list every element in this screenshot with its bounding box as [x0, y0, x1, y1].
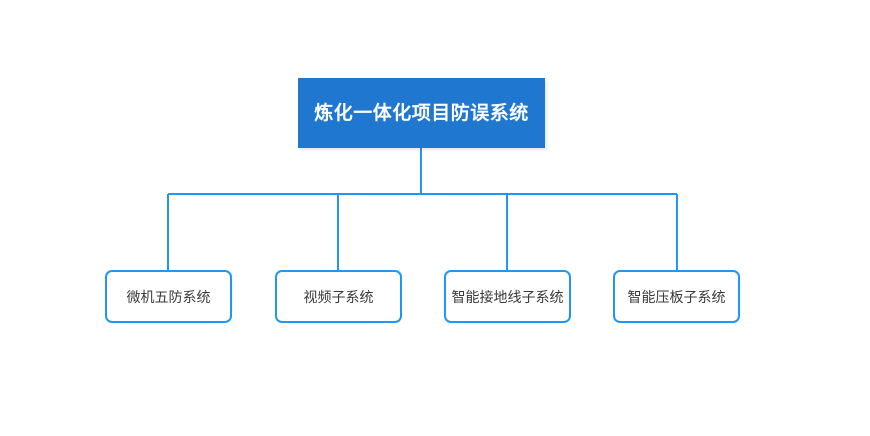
child-node-1-label: 微机五防系统: [126, 288, 211, 305]
root-node[interactable]: 炼化一体化项目防误系统: [298, 78, 545, 148]
child-node-3-label: 智能接地线子系统: [451, 288, 564, 305]
child-node-4-label: 智能压板子系统: [627, 288, 726, 305]
child-node-2[interactable]: 视频子系统: [275, 270, 402, 323]
child-node-4[interactable]: 智能压板子系统: [613, 270, 740, 323]
child-node-2-label: 视频子系统: [303, 288, 374, 305]
root-node-label: 炼化一体化项目防误系统: [314, 102, 529, 124]
child-node-3[interactable]: 智能接地线子系统: [444, 270, 571, 323]
child-node-1[interactable]: 微机五防系统: [105, 270, 232, 323]
